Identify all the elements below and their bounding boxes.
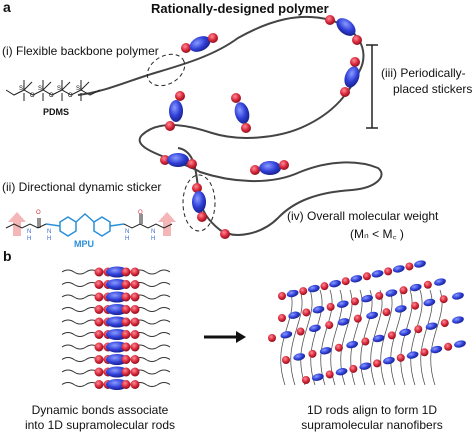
atom-o-3: O [68,93,73,99]
rod-unit [61,379,171,390]
fiber-chain [300,289,313,386]
sticker-group-9 [220,229,230,239]
fiber-chain [310,289,323,386]
sticker-group-7 [250,160,289,175]
fiber-row [268,292,464,342]
sticker-group-5 [165,91,185,131]
sticker-group-4 [231,93,251,133]
polymer-chain [77,15,383,236]
fiber-row [278,278,446,322]
label-directional-sticker: (ii) Directional dynamic sticker [2,180,162,194]
atom-si-2: Si [38,86,44,92]
atom-si-3: Si [57,86,63,92]
panel-a-letter: a [3,0,11,15]
atom-n-2: N [47,229,52,235]
atom-n-4: N [151,229,156,235]
nanofiber-bundle [268,260,466,386]
caption-left-line2: into 1D supramolecular rods [24,418,176,432]
rod-unit [61,316,171,328]
fiber-row [278,260,426,300]
atom-o-carbonyl-1: O [36,210,41,216]
sticker-group-1 [181,33,218,53]
sticker-group-8 [192,183,207,222]
dashed-highlight-backbone [146,53,186,87]
sticker-group-2 [325,15,362,45]
rod-unit [61,304,171,315]
sticker-group-3 [340,57,360,97]
rod-unit [61,266,171,278]
caption-right-line1: 1D rods align to form 1D [306,403,438,417]
pdms-label: PDMS [43,107,70,117]
fiber-row [282,316,464,364]
atom-h-2: H [47,236,52,242]
panel-a-title: Rationally-designed polymer [151,1,329,16]
atom-o-1: O [30,93,35,99]
caption-right-line2: supramolecular nanofibers [301,418,443,432]
rod-unit [61,354,171,365]
label-molecular-weight-line2: (Mₙ < M꜀ ) [350,227,404,241]
fiber-chain [370,289,383,386]
fiber-row [302,340,466,384]
transition-arrow [204,331,246,343]
rod-unit [61,366,171,378]
rod-unit [61,329,171,340]
label-molecular-weight-line1: (iv) Overall molecular weight [287,209,439,223]
sticker-group-6 [160,153,197,169]
caption-left-line1: Dynamic bonds associate [31,403,169,417]
h-bond-arrow-left [8,212,26,236]
atom-o-2: O [49,93,54,99]
atom-si-1: Si [19,86,25,92]
atom-h-4: H [151,236,156,242]
fiber-chain [390,289,403,386]
atom-si-4: Si [76,86,82,92]
panel-b-letter: b [3,248,12,264]
fiber-chain [320,289,333,386]
h-bond-arrow-right [158,212,176,236]
fiber-chain [290,289,303,386]
rod-unit [61,291,171,303]
rod-unit [61,279,171,290]
pdms-structure [5,80,101,101]
dashed-highlight-sticker [182,174,216,232]
mpu-label: MPU [74,239,94,249]
atom-n-3: N [125,229,130,235]
label-flexible-backbone: (i) Flexible backbone polymer [2,44,159,58]
mpu-structure [5,212,176,237]
atom-n-1: N [27,229,32,235]
rod-unit [61,341,171,353]
label-periodic-line1: (iii) Periodically- [381,66,466,80]
atom-h-1: H [27,236,32,242]
rod-stack [61,266,171,390]
fiber-chain [380,289,393,386]
period-bracket [366,44,378,129]
atom-h-3: H [125,236,130,242]
label-periodic-line2: placed stickers [393,82,473,96]
atom-o-carbonyl-2: O [138,210,143,216]
